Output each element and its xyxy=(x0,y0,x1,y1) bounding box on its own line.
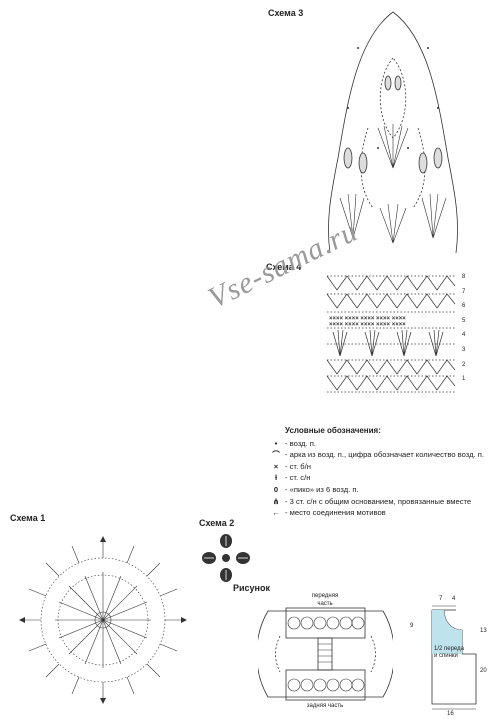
scheme1-diagram xyxy=(19,536,187,704)
pattern-dim-left: 9 xyxy=(410,623,414,629)
picot-icon: 0 xyxy=(273,484,279,494)
row-number: 7 xyxy=(462,288,466,295)
figure-back-label: задняя часть xyxy=(306,703,344,709)
pattern-dim-top-b: 4 xyxy=(452,596,456,602)
scheme4-diagram: ×××× ×××× ×××× ×××× ×××× ×××× ×××× ×××× … xyxy=(326,275,456,393)
legend-item: ⌒ - арка из возд. п., цифра обозначает ко… xyxy=(270,449,495,461)
figure-title: Рисунок xyxy=(233,583,270,593)
legend-item: ƚ - ст. с/н xyxy=(270,472,495,484)
pattern-diagram xyxy=(431,605,477,710)
scheme3-diagram xyxy=(328,11,458,254)
svg-text:×××× ×××× ×××× ×××× ××××: ×××× ×××× ×××× ×××× ×××× xyxy=(329,316,406,322)
legend: Условные обозначения: • - возд. п. ⌒ - арк… xyxy=(270,425,495,519)
pattern-dim-right-top: 13 xyxy=(480,628,487,634)
legend-text: - возд. п. xyxy=(285,438,316,448)
scheme3-title: Схема 3 xyxy=(268,8,304,18)
legend-text: - «пико» из 6 возд. п. xyxy=(285,484,359,494)
scheme2-diagram xyxy=(202,534,250,582)
legend-text: - место соединения мотивов xyxy=(285,508,386,518)
row-number: 3 xyxy=(462,346,466,353)
legend-item: × - ст. б/н xyxy=(270,461,495,473)
scheme1-title: Схема 1 xyxy=(10,513,46,523)
scheme4-title: Схема 4 xyxy=(266,262,302,272)
legend-item: 0 - «пико» из 6 возд. п. xyxy=(270,484,495,496)
double-crochet-icon: ƚ xyxy=(274,473,278,483)
single-crochet-icon: × xyxy=(273,461,279,471)
legend-text: - ст. с/н xyxy=(285,473,311,483)
chain-stitch-icon: • xyxy=(274,438,278,448)
legend-text: - арка из возд. п., цифра обозначает кол… xyxy=(285,450,484,460)
row-number: 1 xyxy=(462,376,466,383)
legend-text: - ст. б/н xyxy=(285,461,311,471)
svg-text:×××× ×××× ×××× ×××× ××××: ×××× ×××× ×××× ×××× ×××× xyxy=(329,322,406,328)
legend-item: • - возд. п. xyxy=(270,438,495,450)
scheme4-row-numbers: 8 7 6 5 4 3 2 1 xyxy=(462,270,474,387)
row-number: 8 xyxy=(462,274,466,280)
row-number: 2 xyxy=(462,361,466,368)
legend-text: - 3 ст. с/н с общим основанием, провязан… xyxy=(285,496,472,506)
legend-item: ⋔ - 3 ст. с/н с общим основанием, провяза… xyxy=(270,496,495,508)
legend-item: ← - место соединения мотивов xyxy=(270,507,495,519)
figure-front-label: передняя часть xyxy=(311,593,339,607)
pattern-dim-top-a: 7 xyxy=(439,596,443,602)
pattern-dim-bottom: 16 xyxy=(447,711,454,717)
row-number: 6 xyxy=(462,303,466,310)
pattern-label: 1/2 переда и спинки xyxy=(434,646,464,659)
row-number: 4 xyxy=(462,332,466,339)
scheme2-title: Схема 2 xyxy=(199,518,235,528)
join-arrow-icon: ← xyxy=(272,508,280,518)
cluster-icon: ⋔ xyxy=(272,496,280,506)
row-number: 5 xyxy=(462,317,466,324)
arch-icon: ⌒ xyxy=(272,450,280,460)
pattern-dim-right: 20 xyxy=(480,668,487,674)
legend-heading: Условные обозначения: xyxy=(285,426,381,435)
figure-diagram xyxy=(258,607,393,701)
